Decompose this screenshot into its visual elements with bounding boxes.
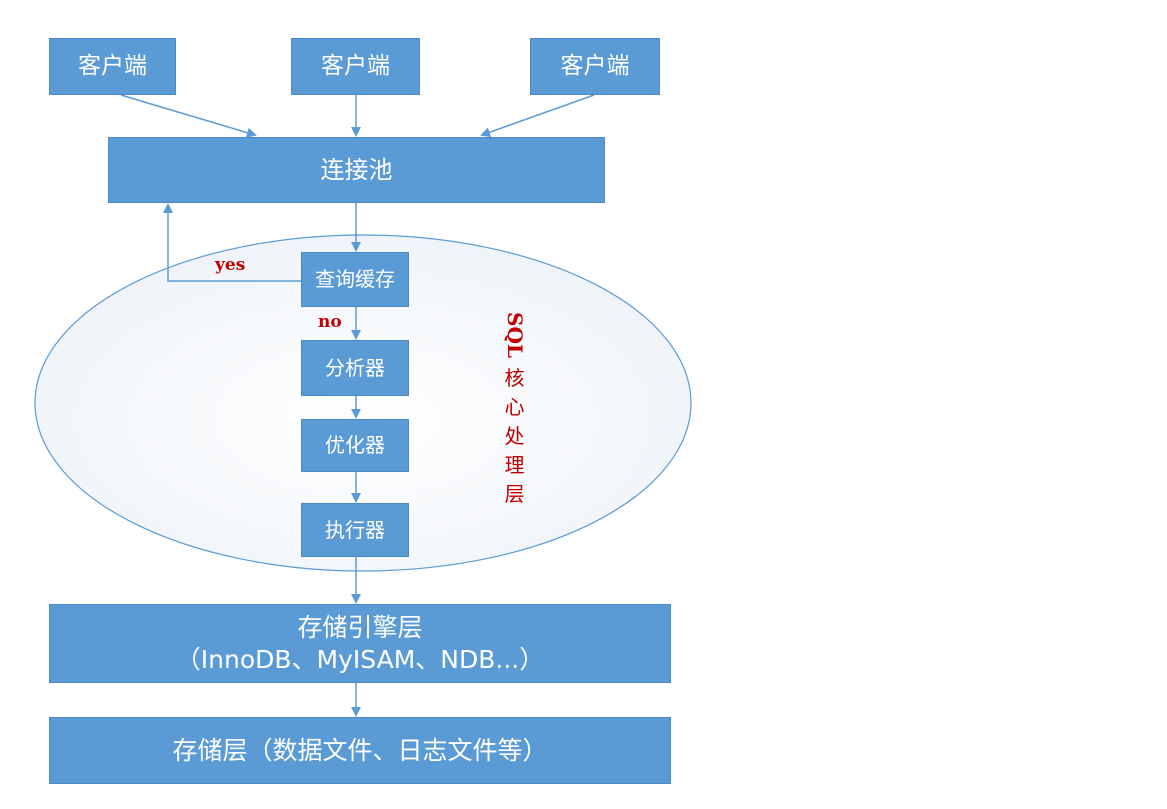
client-box-3: 客户端 xyxy=(530,38,660,95)
client-box-2: 客户端 xyxy=(291,38,420,95)
sql-core-label-latin: SQL xyxy=(503,312,527,358)
client-1-to-pool-arrow xyxy=(120,94,257,138)
cache-hit-return-arrow xyxy=(163,203,301,282)
sql-core-label-char: 心 xyxy=(504,394,525,419)
storage-engine-layer-title: 存储引擎层 xyxy=(297,613,423,643)
cache-hit-label: yes xyxy=(215,255,246,275)
sql-core-layer-ellipse xyxy=(34,234,692,572)
storage-engine-layer-box: 存储引擎层 （InnoDB、MyISAM、NDB...） xyxy=(49,604,671,683)
client-3-to-pool-arrow xyxy=(480,94,595,138)
sql-core-label-char: 核 xyxy=(504,365,525,390)
sql-core-label-char: 理 xyxy=(504,452,525,477)
sql-core-label-char: 层 xyxy=(504,481,525,506)
connection-pool-box: 连接池 xyxy=(108,137,605,203)
storage-layer-box: 存储层（数据文件、日志文件等） xyxy=(49,717,671,784)
optimizer-box: 优化器 xyxy=(301,419,409,472)
sql-core-layer-label: SQL 核 心 处 理 层 xyxy=(500,312,529,509)
query-cache-box: 查询缓存 xyxy=(301,252,409,307)
executor-box: 执行器 xyxy=(301,503,409,557)
client-box-1: 客户端 xyxy=(49,38,176,95)
sql-core-label-char: 处 xyxy=(504,423,525,448)
cache-miss-label: no xyxy=(318,312,342,332)
storage-engine-layer-examples: （InnoDB、MyISAM、NDB...） xyxy=(175,644,545,674)
analyzer-box: 分析器 xyxy=(301,340,409,396)
